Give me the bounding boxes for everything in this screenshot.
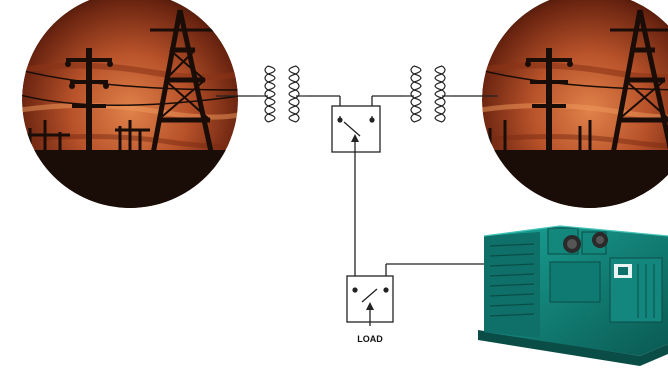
transfer-switch-top (331, 105, 381, 153)
transformer-right (404, 65, 452, 123)
generator-set (478, 225, 668, 366)
utility-source-right (482, 0, 668, 208)
load-label: LOAD (357, 334, 383, 344)
utility-source-left (22, 0, 238, 208)
transformer-left (258, 65, 306, 123)
transfer-switch-bottom (346, 275, 394, 326)
